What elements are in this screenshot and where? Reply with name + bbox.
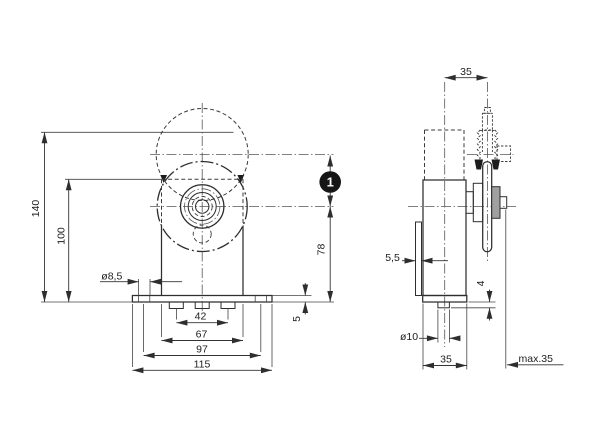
roller-outline: [156, 160, 248, 253]
dim-stud-protrusion: 4: [451, 280, 496, 321]
dim-slot-spacing: 42: [175, 308, 229, 326]
dim-base-width: 115: [131, 304, 273, 374]
plate-slot-center: [194, 301, 210, 309]
axle-nut: [499, 196, 508, 209]
dim-label-5-5: 5,5: [385, 252, 400, 264]
dim-clamp-thickness: 5,5: [385, 252, 448, 264]
belt-profile-left-icon: [474, 159, 483, 170]
callout-1-badge: [319, 171, 342, 193]
dim-label-hole-dia: ø8,5: [101, 270, 122, 282]
bearing-circle: [187, 192, 217, 221]
side-view: [408, 82, 516, 347]
dim-label-67: 67: [196, 329, 208, 341]
dim-body-width: 67: [161, 304, 244, 344]
dim-hole-spacing: 97: [143, 304, 262, 359]
dim-roller-offset: 35: [444, 66, 488, 81]
dim-stud-dia: ø10: [400, 309, 461, 343]
hidden-hex-circle: [191, 196, 213, 217]
dim-axle-height: 78: [316, 206, 334, 302]
upper-stud-tip-hidden: [483, 107, 491, 114]
dim-label-42: 42: [195, 311, 207, 323]
roller-upper-position-outline: [155, 108, 249, 201]
dim-label-o10: ø10: [400, 331, 418, 343]
dim-label-97: 97: [196, 344, 208, 356]
dim-label-115: 115: [194, 358, 211, 370]
dim-overall-height: 140: [30, 132, 48, 302]
callout-1-number: 1: [327, 175, 334, 190]
dim-base-thickness: 5: [291, 283, 309, 322]
dim-label-5: 5: [291, 316, 303, 322]
dim-label-78: 78: [316, 244, 328, 256]
hidden-hole-circle: [192, 224, 212, 244]
hub-circle: [179, 184, 225, 229]
dim-label-35-top: 35: [460, 66, 472, 78]
bolt-circle: [184, 188, 221, 225]
locating-stud: [437, 301, 450, 309]
dim-mount-hole-dia: ø8,5: [100, 270, 182, 295]
front-dimensions: 140 100 ø8,5 5 42: [30, 131, 342, 374]
dim-label-35-bottom: 35: [440, 354, 452, 366]
dim-max-adjust: max.35: [505, 209, 564, 369]
dim-base-depth: 35: [422, 303, 468, 370]
dim-label-100: 100: [56, 227, 68, 245]
upper-stud-hidden: [481, 112, 493, 131]
axle-hole: [195, 199, 210, 214]
dim-label-4: 4: [475, 280, 487, 286]
spring-washer-block: [491, 186, 501, 219]
upper-roller-serration-left: [476, 129, 481, 161]
upper-nut-hidden: [496, 145, 511, 162]
dim-label-140: 140: [30, 200, 42, 218]
side-dimensions: 35 5,5 4 ø10 35: [385, 66, 564, 370]
dim-upper-height: 100: [56, 179, 72, 302]
belt-profile-right-icon: [491, 159, 500, 170]
dim-label-max35: max.35: [519, 353, 554, 365]
dim-adjustment-range: 1: [319, 155, 342, 207]
front-view: [131, 103, 334, 312]
